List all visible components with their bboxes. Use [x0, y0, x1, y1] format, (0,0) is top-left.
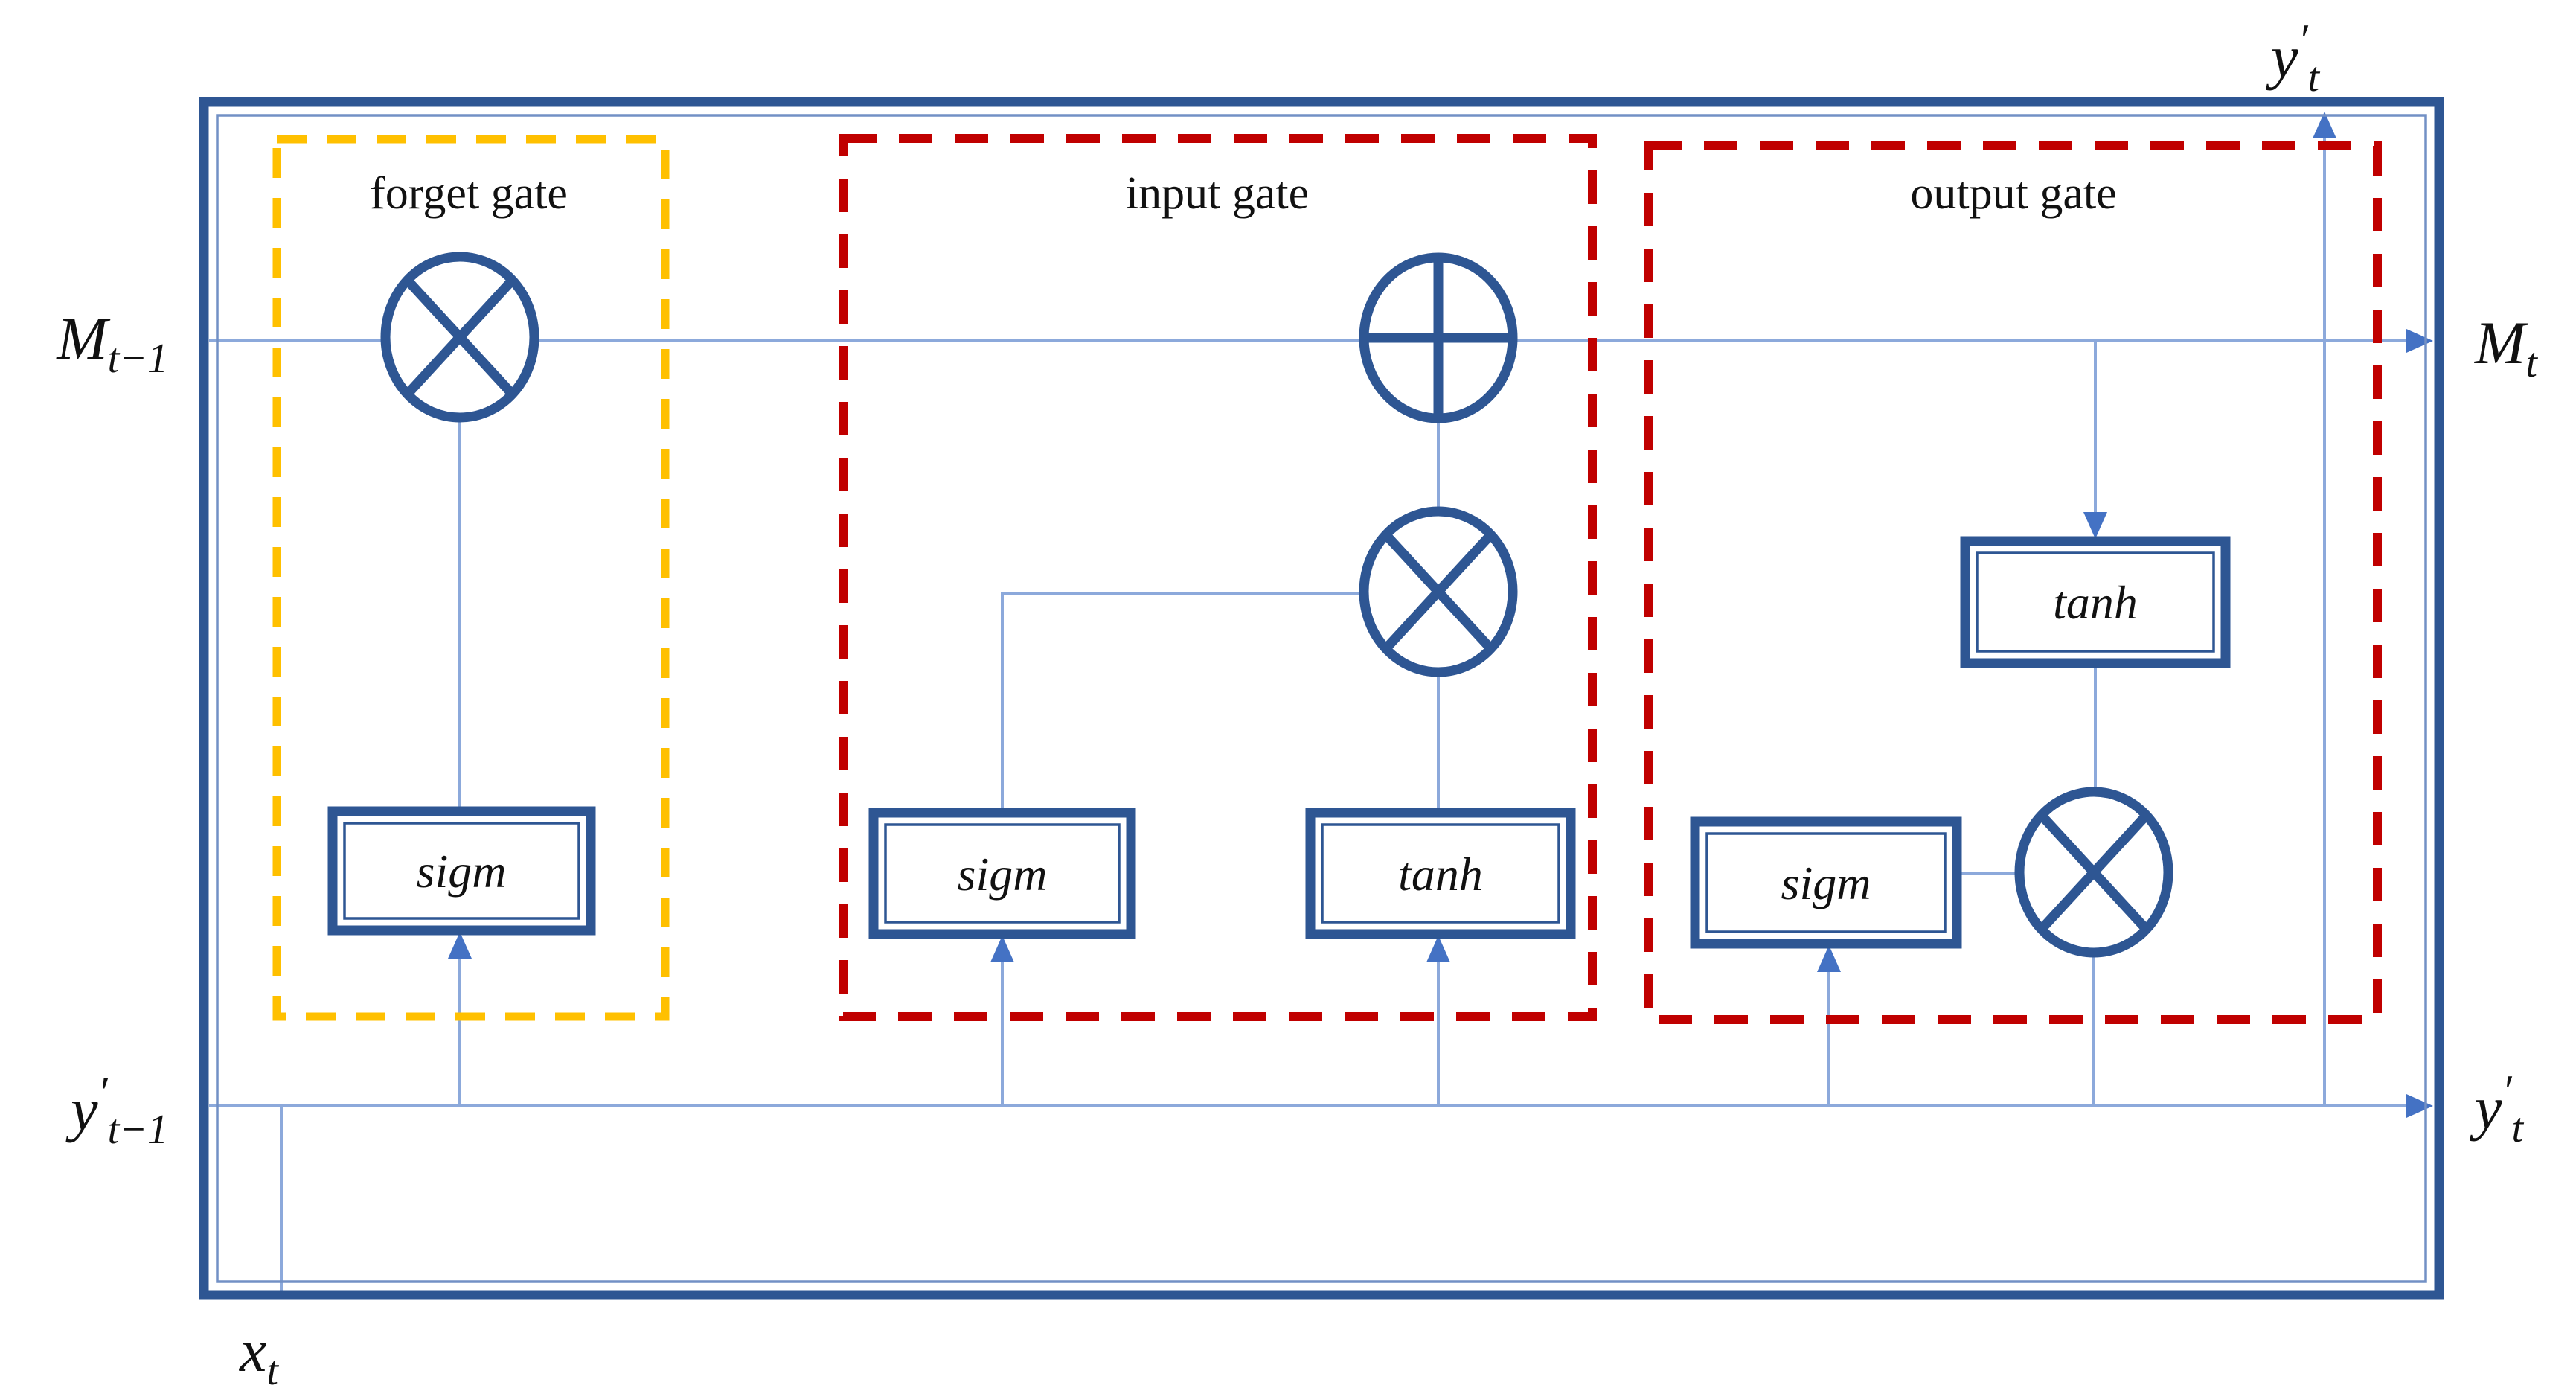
label-y-prev: y′t−1 — [65, 1068, 168, 1153]
forget-sigm-node: sigm — [327, 806, 596, 936]
cell-boundary-inner-line — [216, 114, 2427, 1283]
label-m-prev: Mt−1 — [56, 304, 168, 382]
input-tanh-node: tanh — [1305, 808, 1576, 939]
input-sigm-node: sigm — [868, 808, 1136, 939]
label-x-in: xt — [239, 1317, 279, 1394]
m-next-main: M — [2474, 309, 2529, 377]
m-next-sub: t — [2525, 340, 2538, 386]
output-gate-title: output gate — [1910, 168, 2116, 219]
cell-boundary — [199, 97, 2444, 1300]
arrow-m-next-icon — [2406, 329, 2433, 353]
sigm-box-inner-line — [1705, 832, 1947, 933]
y-top-prime: ′ — [2298, 16, 2308, 65]
arrow-y-next-icon — [2406, 1094, 2433, 1118]
sigm-label: sigm — [1781, 857, 1871, 909]
add-plus-icon — [1360, 254, 1516, 422]
label-y-out-right: y′t — [2470, 1067, 2525, 1151]
tanh-box — [1305, 808, 1576, 939]
tanh-label: tanh — [1398, 848, 1483, 901]
y-right-prime: ′ — [2502, 1067, 2512, 1116]
arrow-into-input-tanh-icon — [1426, 936, 1450, 962]
sigm-box-inner-line — [343, 822, 580, 920]
output-tanh-node: tanh — [1960, 536, 2231, 668]
sigm-box — [327, 806, 596, 936]
forget-gate-region — [272, 135, 670, 1021]
arrow-into-output-sigm-icon — [1817, 945, 1841, 972]
input-gate-title: input gate — [1126, 168, 1309, 219]
sigm-box — [868, 808, 1136, 939]
output-sigm-node: sigm — [1690, 816, 1962, 949]
forget-multiply-operator — [380, 252, 539, 423]
input-gate-region — [839, 134, 1597, 1021]
m-prev-sub: t−1 — [108, 336, 168, 382]
x-in-main: x — [239, 1317, 266, 1384]
y-right-main: y — [2470, 1074, 2502, 1142]
input-multiply-operator — [1359, 506, 1518, 677]
multiply-x-icon — [403, 275, 517, 399]
y-prev-sub: t−1 — [108, 1107, 168, 1153]
y-right-sub: t — [2512, 1105, 2525, 1151]
y-prev-prime: ′ — [98, 1068, 109, 1117]
input-sigm-to-multiply-line — [1001, 592, 1365, 813]
forget-gate-title: forget gate — [370, 168, 568, 219]
sigm-box — [1690, 816, 1962, 949]
y-top-sub: t — [2308, 54, 2321, 100]
y-top-main: y — [2266, 23, 2298, 91]
arrow-into-output-tanh-icon — [2083, 512, 2107, 539]
m-prev-main: M — [56, 304, 111, 372]
arrow-into-forget-sigm-icon — [448, 932, 472, 959]
tanh-box-inner-line — [1321, 823, 1560, 924]
sigm-label: sigm — [958, 848, 1048, 901]
arrowheads — [448, 112, 2433, 1118]
add-operator — [1359, 252, 1518, 423]
multiply-x-icon — [2037, 810, 2151, 934]
sigm-label: sigm — [417, 845, 507, 898]
tanh-label: tanh — [2053, 576, 2138, 629]
output-multiply-operator — [2014, 787, 2173, 958]
output-gate-region — [1644, 141, 2382, 1024]
tanh-box-inner-line — [1976, 551, 2215, 653]
tanh-box — [1960, 536, 2231, 668]
y-prev-main: y — [65, 1075, 98, 1143]
sigm-box-inner-line — [884, 823, 1121, 924]
label-m-next: Mt — [2474, 309, 2538, 386]
arrow-y-top-icon — [2313, 112, 2336, 138]
label-y-out-top: y′t — [2266, 16, 2321, 100]
arrow-into-input-sigm-icon — [990, 936, 1014, 962]
signal-lines — [209, 138, 2412, 1292]
x-in-sub: t — [266, 1348, 279, 1394]
multiply-x-icon — [1381, 530, 1496, 653]
